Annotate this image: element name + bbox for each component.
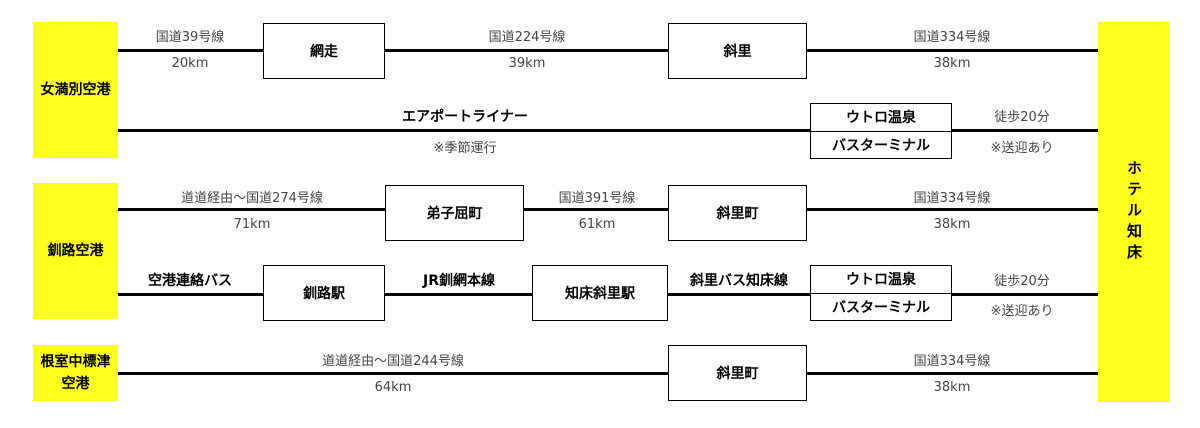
label-distance: 61km: [578, 217, 616, 232]
label-walk: 徒歩20分: [994, 274, 1050, 289]
label-distance: 38km: [933, 380, 971, 395]
label-service: エアポートライナー: [402, 109, 528, 125]
label-service: 斜里バス知床線: [690, 273, 788, 289]
label-route: 国道334号線: [913, 354, 991, 369]
label-route: 国道39号線: [155, 30, 225, 45]
node-kushiro-station: 釧路駅: [263, 265, 385, 321]
node-utoro-terminal: ウトロ温泉 バスターミナル: [810, 103, 952, 159]
route-line-memanbetsu-liner: [118, 129, 1098, 132]
label-route: 国道391号線: [558, 191, 636, 206]
airport-kushiro: 釧路空港: [33, 183, 118, 319]
route-line-memanbetsu-top: [118, 49, 1098, 52]
label-route: 道道経由～国道274号線: [181, 191, 323, 206]
node-shari: 斜里: [668, 23, 807, 79]
node-sharicho: 斜里町: [668, 185, 807, 241]
label-distance: 38km: [933, 217, 971, 232]
label-distance: 39km: [508, 56, 546, 71]
airport-nakashibetsu: 根室中標津 空港: [33, 345, 118, 401]
route-line-nakashibetsu: [118, 372, 1098, 375]
node-sharicho-c: 斜里町: [668, 345, 807, 401]
label-distance: 71km: [233, 217, 271, 232]
node-teshikaga: 弟子屈町: [385, 185, 524, 241]
node-utoro-terminal-b: ウトロ温泉 バスターミナル: [810, 265, 952, 321]
label-note: ※送迎あり: [990, 304, 1054, 319]
label-service: JR釧網本線: [423, 273, 495, 289]
label-service: 空港連絡バス: [148, 273, 232, 289]
label-route: 道道経由～国道244号線: [322, 354, 464, 369]
label-distance: 20km: [171, 56, 209, 71]
label-route: 国道334号線: [913, 30, 991, 45]
node-divider: [811, 292, 951, 294]
hotel-shiretoko: ホテル知床: [1098, 22, 1170, 402]
route-line-kushiro-top: [118, 208, 1098, 211]
label-route: 国道224号線: [488, 30, 566, 45]
label-distance: 64km: [374, 380, 412, 395]
label-distance: 38km: [933, 56, 971, 71]
label-route: 国道334号線: [913, 191, 991, 206]
node-shiretoko-shari-station: 知床斜里駅: [532, 265, 668, 321]
node-abashiri: 網走: [263, 23, 385, 79]
label-note: ※送迎あり: [990, 141, 1054, 156]
label-note: ※季節運行: [433, 141, 497, 156]
node-divider: [811, 130, 951, 132]
airport-memanbetsu: 女満別空港: [33, 22, 118, 158]
label-walk: 徒歩20分: [994, 110, 1050, 125]
